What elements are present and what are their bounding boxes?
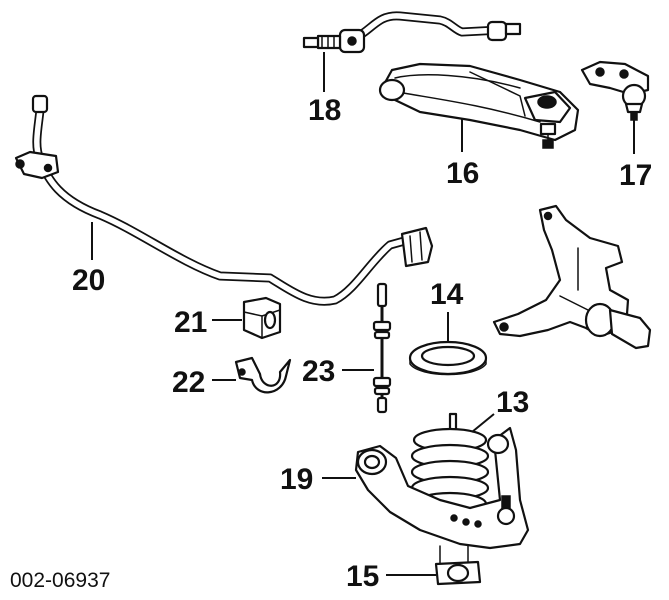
part-17-ball-joint bbox=[580, 60, 650, 121]
part-20-stabilizer-bar bbox=[14, 94, 434, 306]
part-19-lower-control-arm bbox=[354, 426, 530, 550]
callout-13: 13 bbox=[496, 386, 529, 419]
callout-14: 14 bbox=[430, 278, 464, 311]
part-23-stabilizer-link bbox=[372, 282, 392, 414]
callout-19: 19 bbox=[280, 463, 313, 496]
callout-labels: 13 14 15 16 17 18 19 20 21 22 23 002-069… bbox=[10, 94, 652, 593]
part-21-insulator-bushing bbox=[242, 296, 282, 340]
leader-lines bbox=[91, 52, 635, 576]
callout-17: 17 bbox=[619, 159, 652, 192]
part-22-bushing-bracket bbox=[234, 356, 292, 394]
part-18-control-arm-shaft bbox=[302, 11, 522, 54]
callout-15: 15 bbox=[346, 560, 379, 593]
reference-number: 002-06937 bbox=[10, 569, 110, 592]
callout-20: 20 bbox=[72, 264, 105, 297]
callout-16: 16 bbox=[446, 157, 479, 190]
part-14-spring-insulator bbox=[408, 340, 488, 376]
steering-knuckle bbox=[492, 204, 652, 350]
part-15-bushing bbox=[434, 545, 482, 586]
callout-21: 21 bbox=[174, 306, 207, 339]
callout-23: 23 bbox=[302, 355, 335, 388]
callout-22: 22 bbox=[172, 366, 205, 399]
callout-18: 18 bbox=[308, 94, 341, 127]
part-16-upper-control-arm bbox=[378, 62, 580, 149]
